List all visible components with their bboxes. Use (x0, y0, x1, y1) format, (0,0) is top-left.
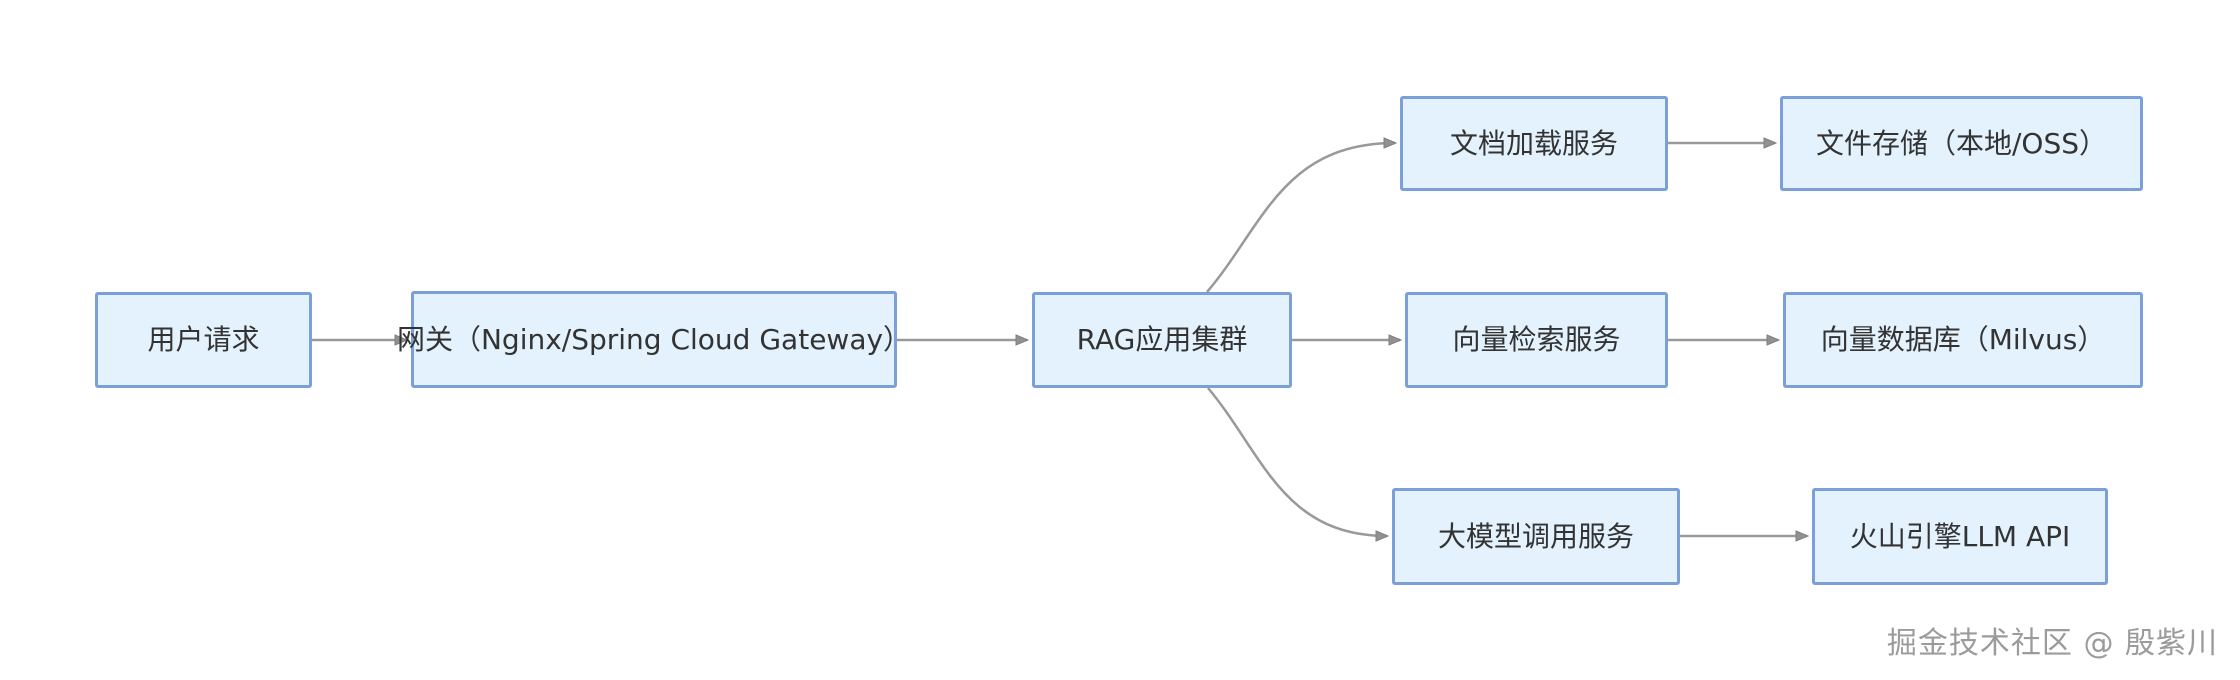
node-rag-cluster-label: RAG应用集群 (1076, 323, 1248, 357)
node-vector-db: 向量数据库（Milvus） (1783, 292, 2143, 388)
node-gateway-label: 网关（Nginx/Spring Cloud Gateway） (396, 322, 912, 356)
edge-rag-to-docload (1206, 143, 1395, 293)
node-llm-call-service: 大模型调用服务 (1392, 488, 1680, 585)
node-user-request-label: 用户请求 (147, 323, 260, 357)
node-gateway: 网关（Nginx/Spring Cloud Gateway） (397, 291, 911, 388)
node-file-storage: 文件存储（本地/OSS） (1780, 96, 2143, 191)
node-llm-call-service-label: 大模型调用服务 (1437, 519, 1634, 553)
node-llm-api: 火山引擎LLM API (1812, 488, 2108, 585)
node-vector-db-label: 向量数据库（Milvus） (1820, 323, 2106, 357)
node-rag-cluster: RAG应用集群 (1032, 292, 1292, 388)
node-llm-api-label: 火山引擎LLM API (1849, 519, 2071, 553)
node-vector-search-label: 向量检索服务 (1452, 323, 1621, 357)
node-file-storage-label: 文件存储（本地/OSS） (1815, 126, 2108, 160)
node-user-request: 用户请求 (95, 292, 312, 388)
node-doc-load-service-label: 文档加载服务 (1449, 126, 1618, 160)
node-doc-load-service: 文档加载服务 (1400, 96, 1668, 191)
node-vector-search: 向量检索服务 (1405, 292, 1668, 388)
edge-rag-to-llmservice (1207, 387, 1387, 536)
watermark: 掘金技术社区 @ 殷紫川 (1886, 626, 2218, 661)
